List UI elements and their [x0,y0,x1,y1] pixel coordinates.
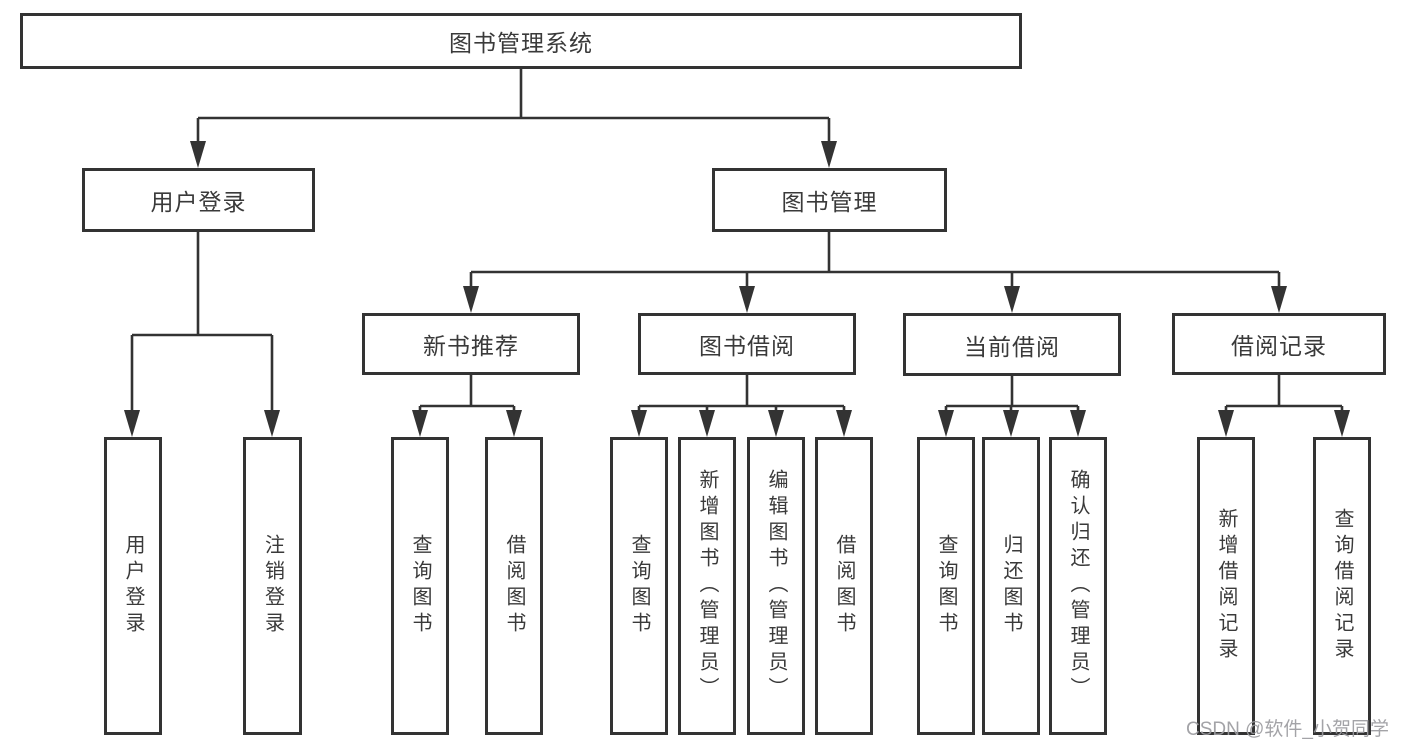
branch-root [190,69,837,168]
leaf-bb-add-book: 新增图书（管理员） [678,437,736,735]
branch-user-login [124,232,280,437]
node-user-login: 用户登录 [82,168,315,232]
leaf-br-add-record: 新增借阅记录 [1197,437,1255,735]
node-new-book-recommend-label: 新书推荐 [423,333,519,359]
leaf-cb-confirm-return: 确认归还（管理员） [1049,437,1107,735]
node-root-label: 图书管理系统 [449,30,593,56]
leaf-cb-return-book-label: 归还图书 [1000,534,1022,638]
branch-book-management [463,232,1287,313]
leaf-cb-return-book: 归还图书 [982,437,1040,735]
leaf-nb-borrow-book-label: 借阅图书 [503,534,525,638]
leaf-cb-query-book: 查询图书 [917,437,975,735]
leaf-cb-confirm-return-label: 确认归还（管理员） [1067,469,1089,703]
node-new-book-recommend: 新书推荐 [362,313,580,375]
leaf-bb-edit-book: 编辑图书（管理员） [747,437,805,735]
branch-book-borrow [631,375,852,437]
leaf-user-login: 用户登录 [104,437,162,735]
leaf-bb-query-book: 查询图书 [610,437,668,735]
node-book-management: 图书管理 [712,168,947,232]
node-book-borrow-label: 图书借阅 [699,333,795,359]
leaf-nb-query-book: 查询图书 [391,437,449,735]
node-borrow-record: 借阅记录 [1172,313,1386,375]
node-current-borrow-label: 当前借阅 [964,333,1060,360]
node-current-borrow: 当前借阅 [903,313,1121,376]
branch-new-book-recommend [412,375,522,437]
leaf-bb-query-book-label: 查询图书 [628,534,650,638]
leaf-br-query-record-label: 查询借阅记录 [1331,508,1353,664]
leaf-nb-borrow-book: 借阅图书 [485,437,543,735]
leaf-bb-add-book-label: 新增图书（管理员） [696,469,718,703]
leaf-logout-label: 注销登录 [261,534,284,638]
leaf-br-query-record: 查询借阅记录 [1313,437,1371,735]
node-book-borrow: 图书借阅 [638,313,856,375]
node-book-management-label: 图书管理 [781,189,878,215]
node-root: 图书管理系统 [20,13,1022,69]
node-user-login-label: 用户登录 [150,189,247,215]
leaf-br-add-record-label: 新增借阅记录 [1215,508,1237,664]
watermark: CSDN @软件_小贺同学 [1186,719,1389,740]
leaf-user-login-label: 用户登录 [122,534,144,638]
branch-borrow-record [1218,375,1350,437]
branch-current-borrow [938,376,1086,437]
leaf-logout: 注销登录 [243,437,302,735]
leaf-cb-query-book-label: 查询图书 [935,534,957,638]
leaf-nb-query-book-label: 查询图书 [409,534,431,638]
leaf-bb-edit-book-label: 编辑图书（管理员） [765,469,787,703]
leaf-bb-borrow-book-label: 借阅图书 [833,534,855,638]
node-borrow-record-label: 借阅记录 [1231,333,1327,359]
leaf-bb-borrow-book: 借阅图书 [815,437,873,735]
